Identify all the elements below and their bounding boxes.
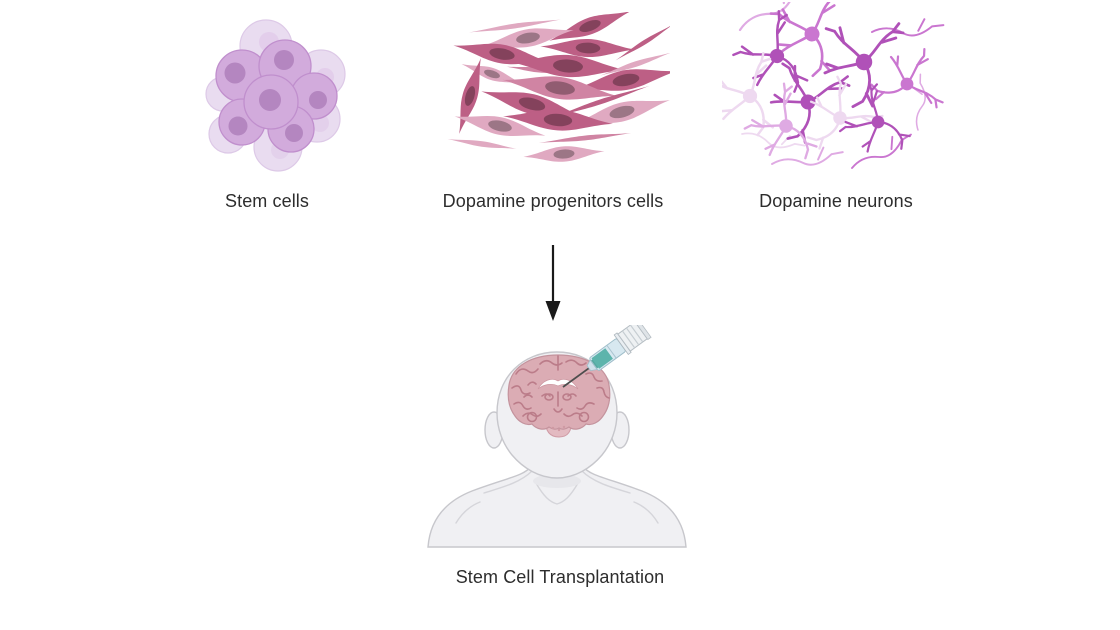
stem-cells-illustration <box>205 19 346 172</box>
label-dopamine-neurons: Dopamine neurons <box>759 191 913 211</box>
ventricle-shape <box>537 378 579 390</box>
label-dopamine-progenitors: Dopamine progenitors cells <box>442 191 664 211</box>
down-arrow-icon <box>545 245 561 321</box>
label-stem-cell-transplantation: Stem Cell Transplantation <box>455 567 665 587</box>
neurons-group <box>722 2 950 176</box>
spindle-cells-group <box>447 12 670 165</box>
head-injection-illustration <box>427 325 687 548</box>
progenitor-cells-illustration <box>447 12 670 165</box>
neurons-illustration <box>722 2 950 176</box>
stem-cells-cluster <box>205 19 346 172</box>
label-stem-cells: Stem cells <box>224 191 310 211</box>
syringe-icon <box>562 325 652 388</box>
brain-illustration <box>507 354 611 438</box>
